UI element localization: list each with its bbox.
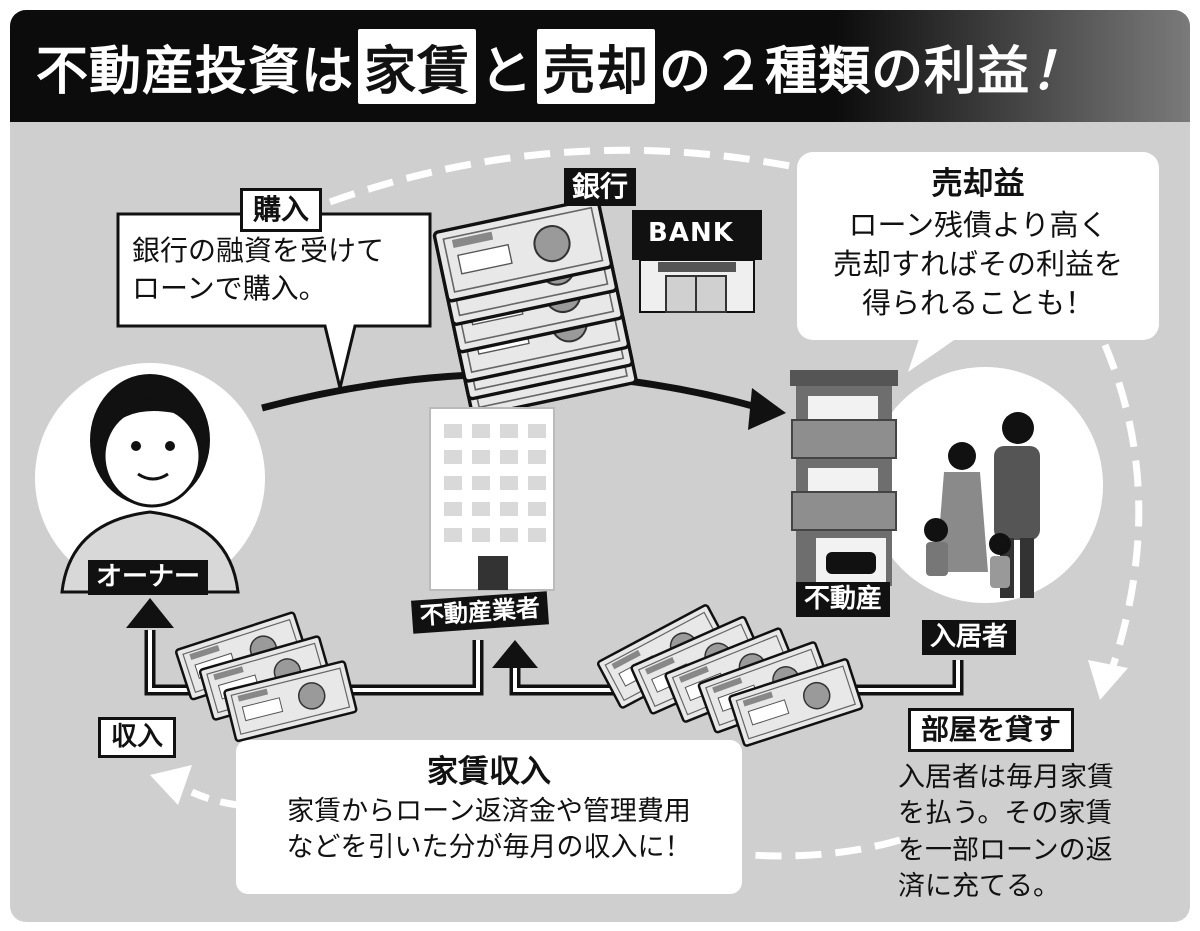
arrow-icon [492, 640, 538, 668]
sale-profit-title: 売却益 [931, 166, 1025, 202]
dashed-right-arc [1101, 343, 1143, 677]
bank-building-icon [632, 210, 762, 313]
sale-profit-bubble [797, 152, 1159, 340]
tenant-label: 入居者 [922, 620, 1017, 656]
title-part-3: の２種類の利益 [659, 41, 1031, 102]
property-label: 不動産 [796, 582, 891, 618]
rent-income-text: 家賃収入 家賃からローン返済金や管理費用 などを引いた分が毎月の収入に！ [238, 752, 740, 867]
purchase-bubble [116, 212, 432, 389]
title-part-1: 不動産投資は [36, 41, 355, 102]
rent-income-bubble [236, 740, 742, 894]
title-bar: 不動産投資は 家賃 と 売却 の２種類の利益 ！ [10, 10, 1190, 122]
family-icon [924, 412, 1040, 598]
banknote-stack-icon [432, 196, 639, 419]
owner-avatar [35, 363, 265, 594]
sale-profit-text: 売却益 ローン残債より高く 売却すればその利益を 得られることも！ [800, 164, 1156, 323]
rent-out-text: 入居者は毎月家賃 を払う。その家賃 を一部ローンの返 済に充てる。 [898, 762, 1114, 903]
rent-income-title: 家賃収入 [427, 754, 551, 790]
arrow-icon [1088, 660, 1128, 700]
page-title: 不動産投資は 家賃 と 売却 の２種類の利益 ！ [36, 26, 1083, 106]
income-label: 収入 [98, 717, 177, 759]
rent-out-label: 部屋を貸す [908, 708, 1075, 752]
arrow-icon [126, 598, 174, 628]
bank-label: 銀行 [564, 168, 637, 206]
purchase-label: 購入 [240, 188, 323, 232]
title-box-sale: 売却 [537, 28, 656, 104]
arrow-icon [150, 765, 192, 805]
dashed-top-arc [328, 146, 801, 206]
title-part-2: と [480, 41, 534, 102]
owner-label: オーナー [88, 560, 209, 596]
dashed-bottom-arc [749, 836, 901, 860]
office-building-icon [429, 407, 555, 591]
bank-sign: BANK [648, 218, 734, 248]
arrow-icon [748, 388, 786, 430]
banknote-fan-left [174, 610, 359, 743]
banknote-fan-right [595, 603, 865, 748]
title-box-rent: 家賃 [358, 28, 477, 104]
tenant-circle [867, 367, 1103, 603]
apartment-building-icon [790, 370, 898, 586]
purchase-text: 銀行の融資を受けて ローンで購入。 [132, 234, 385, 305]
title-exclaim: ！ [1030, 41, 1084, 102]
